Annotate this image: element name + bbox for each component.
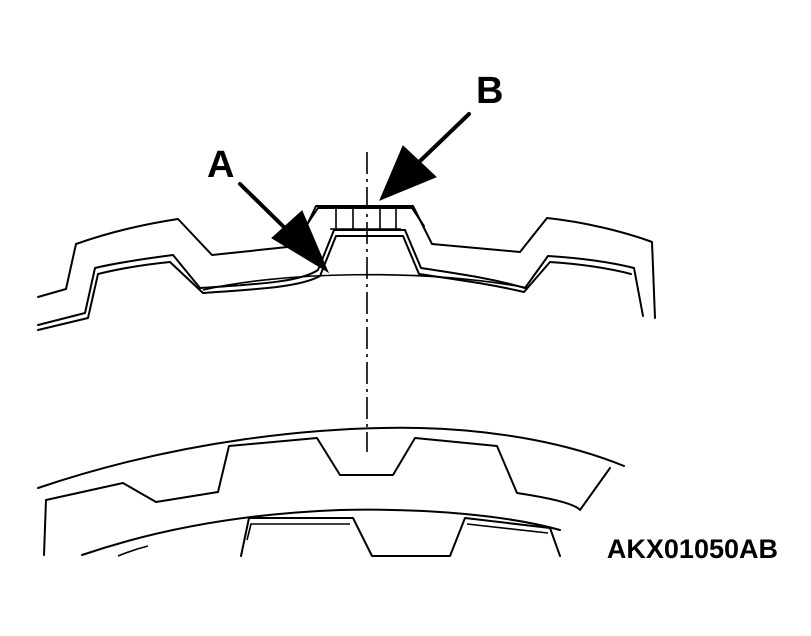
arrow-a-shaft <box>238 182 292 235</box>
lower-plate-inner-arc <box>81 508 561 556</box>
arrow-b-shaft <box>416 112 471 165</box>
upper-plate-outer-profile <box>37 205 656 319</box>
lower-plate-inner-teeth <box>240 517 561 557</box>
lower-plate-edge-hint <box>117 545 149 557</box>
upper-plate-inner-profile-double <box>37 235 632 331</box>
lower-plate-outer-arc <box>37 426 625 489</box>
marking-tab-outline <box>305 207 425 227</box>
upper-plate-inner-profile <box>37 229 644 326</box>
arrow-b-head <box>379 145 437 201</box>
arrow-a-head <box>271 210 330 274</box>
callout-label-a: A <box>207 144 235 186</box>
figure-code: AKX01050AB <box>606 534 778 564</box>
lower-plate-tooth-profile <box>43 437 611 556</box>
lower-plate-inner-teeth-double <box>246 523 549 541</box>
upper-plate-rim-arc <box>202 273 529 291</box>
callout-label-b: B <box>476 70 504 112</box>
